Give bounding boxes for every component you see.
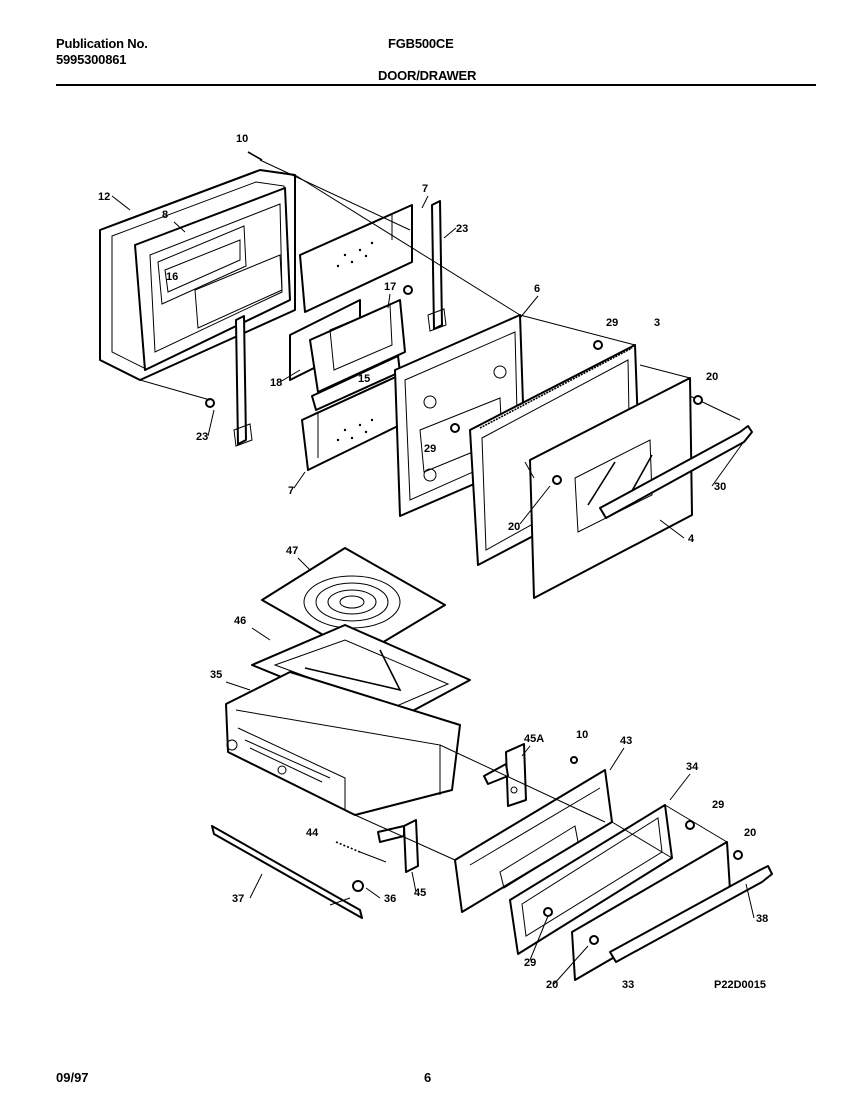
callout-8: 8 <box>162 209 168 221</box>
callout-7-lower: 7 <box>288 485 294 497</box>
callout-45A: 45A <box>524 733 544 745</box>
door-fasteners <box>205 151 703 485</box>
door-liner-assembly <box>99 169 296 381</box>
section-title: DOOR/DRAWER <box>378 68 477 83</box>
callout-10-lower: 10 <box>576 729 588 741</box>
callout-20-top: 20 <box>706 371 718 383</box>
callout-29-upper: 29 <box>606 317 618 329</box>
callout-leaders <box>111 195 755 985</box>
callout-45: 45 <box>414 887 426 899</box>
header-divider <box>56 84 816 86</box>
callout-33: 33 <box>622 979 634 991</box>
callout-10-upper: 10 <box>236 133 248 145</box>
callout-34: 34 <box>686 761 699 773</box>
drawing-code: P22D0015 <box>714 979 766 991</box>
callout-44: 44 <box>306 827 319 839</box>
callout-36: 36 <box>384 893 396 905</box>
model-number: FGB500CE <box>388 36 454 51</box>
callout-20-mid: 20 <box>508 521 520 533</box>
drawer-bracket <box>483 743 527 807</box>
callout-46: 46 <box>234 615 246 627</box>
drawer-handle <box>609 865 773 963</box>
callout-35: 35 <box>210 669 222 681</box>
callout-47: 47 <box>286 545 298 557</box>
callout-29-mid: 29 <box>424 443 436 455</box>
page-number: 6 <box>424 1070 432 1085</box>
callout-6: 6 <box>534 283 540 295</box>
callout-7-upper: 7 <box>422 183 428 195</box>
door-hinge-right <box>427 200 447 332</box>
drawer-side-bracket <box>377 819 419 873</box>
callout-29-lower-right: 29 <box>712 799 724 811</box>
drawer-spring <box>335 841 387 863</box>
drawer-fasteners <box>543 756 695 917</box>
callout-43: 43 <box>620 735 632 747</box>
upper-leader-lines <box>139 159 691 479</box>
door-hinge-left <box>233 315 253 447</box>
callout-37: 37 <box>232 893 244 905</box>
callout-20-lower-right: 20 <box>744 827 756 839</box>
door-baffle-assembly <box>289 299 406 411</box>
callout-29-lower: 29 <box>524 957 536 969</box>
callout-3: 3 <box>654 317 660 329</box>
drawer-glide-rail <box>211 825 364 919</box>
publication-label: Publication No. <box>56 36 148 51</box>
callout-17: 17 <box>384 281 396 293</box>
callout-12: 12 <box>98 191 110 203</box>
callout-23-left: 23 <box>196 431 208 443</box>
callout-23-right: 23 <box>456 223 468 235</box>
insulation-top <box>299 204 413 313</box>
callout-38: 38 <box>756 913 768 925</box>
callout-labels: 10 12 8 16 7 23 17 6 29 3 18 15 23 7 29 … <box>98 133 768 991</box>
footer-date: 09/97 <box>56 1070 89 1085</box>
callout-30: 30 <box>714 481 726 493</box>
callout-4: 4 <box>688 533 695 545</box>
callout-16: 16 <box>166 271 178 283</box>
callout-18: 18 <box>270 377 282 389</box>
publication-number: 5995300861 <box>56 52 127 67</box>
lower-leader-lines <box>261 547 728 861</box>
callout-15: 15 <box>358 373 370 385</box>
